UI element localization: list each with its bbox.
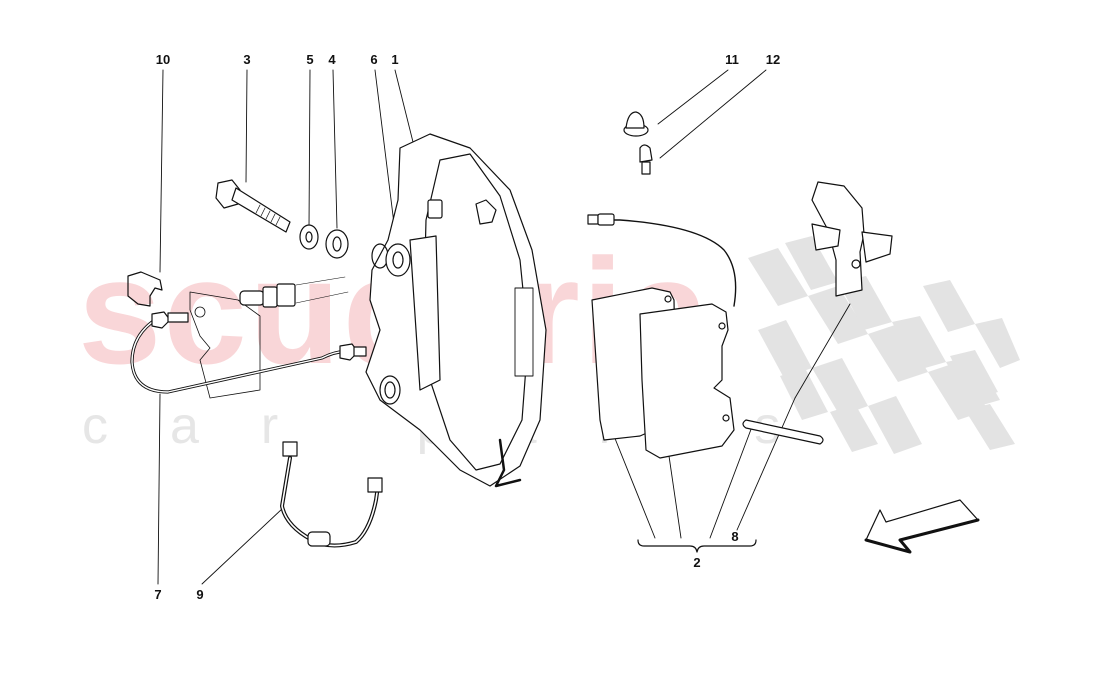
bleeder-screw-part-12 bbox=[639, 144, 653, 175]
hose-clip-part-10 bbox=[127, 271, 163, 307]
lock-washer-part-5 bbox=[299, 224, 319, 250]
washer-part-4 bbox=[325, 229, 349, 259]
callout-9[interactable]: 9 bbox=[196, 587, 204, 602]
spring-clip bbox=[811, 181, 893, 297]
brake-pad-part-2b bbox=[639, 303, 735, 459]
callout-12[interactable]: 12 bbox=[765, 52, 781, 67]
brake-pipe-part-7 bbox=[130, 316, 352, 394]
callout-2[interactable]: 2 bbox=[693, 555, 701, 570]
callout-11[interactable]: 11 bbox=[725, 52, 739, 67]
callout-5[interactable]: 5 bbox=[306, 52, 314, 67]
callout-7[interactable]: 7 bbox=[154, 587, 162, 602]
callout-1[interactable]: 1 bbox=[391, 52, 399, 67]
wear-sensor-wire bbox=[589, 219, 737, 307]
hose-fitting bbox=[239, 290, 265, 306]
callout-6[interactable]: 6 bbox=[370, 52, 378, 67]
retaining-pin-part-8 bbox=[742, 419, 824, 445]
bushing-part-6 bbox=[385, 243, 411, 277]
callout-3[interactable]: 3 bbox=[243, 52, 251, 67]
bleeder-cap-part-11 bbox=[623, 111, 649, 137]
front-direction-arrow bbox=[864, 499, 980, 554]
callout-4[interactable]: 4 bbox=[328, 52, 336, 67]
caliper-logo-plate bbox=[514, 287, 534, 377]
mounting-plate bbox=[189, 291, 261, 399]
leader-lines bbox=[157, 69, 851, 585]
brake-caliper-part-1 bbox=[365, 133, 547, 487]
callout-10[interactable]: 10 bbox=[155, 52, 171, 67]
callout-8[interactable]: 8 bbox=[731, 529, 739, 544]
bracket-2 bbox=[637, 539, 757, 553]
bolt-part-3 bbox=[215, 179, 291, 233]
